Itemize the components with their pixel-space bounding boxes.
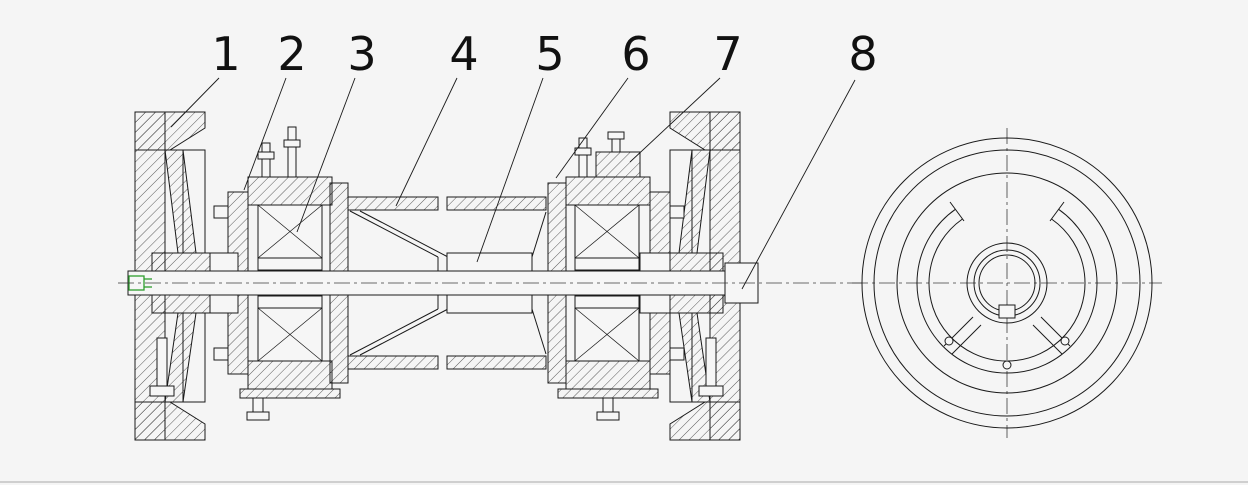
leader-2 (243, 77, 287, 191)
leader-5 (476, 77, 544, 263)
bolt-hole (1060, 336, 1070, 346)
right-wheel-bolt (698, 337, 724, 397)
part-label-7: 7 (713, 27, 742, 81)
left-bearing-rollers (257, 204, 323, 362)
part-label-3: 3 (347, 27, 376, 81)
web-arc-outer (916, 208, 1098, 374)
leader-3 (296, 77, 356, 233)
outer-rim-circle (861, 137, 1153, 429)
hub-circle (966, 242, 1048, 324)
part-label-5: 5 (535, 27, 564, 81)
leader-1 (170, 77, 220, 128)
part-labels: 1 2 3 4 5 6 7 8 (211, 27, 877, 81)
part-label-4: 4 (449, 27, 478, 81)
part-label-2: 2 (277, 27, 306, 81)
drum-shell (347, 196, 547, 370)
bolt-hole (1002, 360, 1012, 370)
leader-4 (395, 77, 458, 207)
leader-8 (741, 79, 856, 290)
section-view (118, 111, 862, 441)
left-wheel-bolt (149, 337, 175, 397)
right-bearing-rollers (574, 204, 640, 362)
part-label-8: 8 (848, 27, 877, 81)
part-label-1: 1 (211, 27, 240, 81)
bearing-cap (595, 151, 641, 178)
leader-7 (629, 77, 721, 163)
keyway (998, 304, 1016, 319)
end-view (852, 128, 1162, 438)
bolt-hole (944, 336, 954, 346)
part-label-6: 6 (621, 27, 650, 81)
leader-lines (170, 77, 856, 290)
leader-6 (555, 77, 629, 179)
